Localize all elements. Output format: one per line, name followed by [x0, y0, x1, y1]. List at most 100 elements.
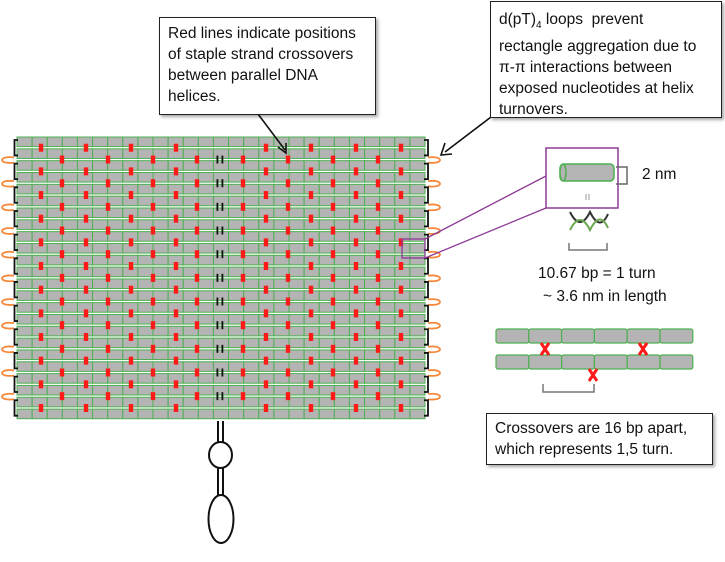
scaffold-tick	[221, 250, 224, 259]
helix-segment	[92, 160, 109, 171]
crossover-mark	[353, 356, 359, 365]
helix-segment	[16, 207, 33, 219]
crossover-mark	[398, 214, 404, 223]
helix-segment	[288, 396, 305, 408]
helix-segment	[61, 160, 78, 171]
helix-segment	[197, 302, 214, 313]
crossover-mark	[83, 380, 89, 389]
scaffold-tick	[216, 344, 219, 353]
helix-segment	[197, 373, 214, 384]
helix-segment	[152, 337, 169, 349]
helix	[16, 266, 426, 278]
helix-segment	[152, 349, 169, 361]
crossover-mark	[105, 368, 111, 377]
helix-segment	[212, 136, 230, 148]
scaffold-tick	[216, 273, 219, 282]
helix-segment	[92, 136, 109, 148]
crossover-mark	[59, 179, 65, 188]
crossover-mark	[194, 273, 200, 282]
helix-segment	[16, 160, 33, 171]
helix-segment	[212, 242, 230, 254]
helix-segment	[379, 219, 396, 230]
poly-t-loop	[427, 156, 441, 164]
scaffold-tick	[216, 368, 219, 377]
crossover-mark	[263, 167, 269, 176]
poly-t-loop	[427, 179, 441, 188]
helix-segment	[197, 290, 214, 301]
helix-segment	[379, 266, 396, 278]
right-bracket	[424, 328, 429, 346]
helix-segment	[197, 242, 214, 254]
crossover-mark	[330, 155, 336, 164]
scaffold-tick	[221, 273, 224, 282]
helix-segment	[137, 325, 154, 337]
right-bracket	[424, 375, 429, 393]
helix-segment	[379, 254, 396, 266]
poly-t-loop	[1, 298, 15, 306]
crossover-mark	[173, 191, 179, 200]
crossover-mark	[59, 202, 65, 211]
crossover-mark	[285, 344, 291, 353]
crossover-mark	[105, 321, 111, 330]
helix-segment	[212, 219, 230, 230]
dna-origami-rectangle	[1, 136, 441, 420]
scaffold-tick	[221, 179, 224, 188]
helix-segment	[152, 313, 169, 325]
crossover-mark	[285, 368, 291, 377]
crossover-mark	[398, 332, 404, 341]
crossover-mark	[83, 403, 89, 412]
helix-segment	[92, 183, 109, 195]
crossover-mark	[240, 297, 246, 306]
helix-segment	[379, 408, 396, 420]
helix-segment	[197, 408, 214, 420]
helix-segment	[288, 171, 305, 183]
crossover-mark	[128, 143, 134, 152]
helix-segment	[243, 148, 260, 159]
helix-segment	[243, 313, 260, 325]
helix-segment	[379, 148, 396, 159]
helix-segment	[92, 231, 109, 242]
crossover-mark	[398, 356, 404, 365]
crossover-mark	[128, 332, 134, 341]
helix-segment	[379, 361, 396, 372]
helix-segment	[379, 325, 396, 337]
poly-t-loop	[1, 321, 15, 330]
crossover-mark	[308, 167, 314, 176]
helix-segment	[92, 302, 109, 313]
helix-segment	[92, 207, 109, 219]
right-bracket	[424, 210, 429, 228]
helix-segment	[212, 183, 230, 195]
helix-segment	[92, 148, 109, 159]
helix-segment	[137, 396, 154, 408]
crossover-mark	[38, 167, 44, 176]
helix-segment	[288, 361, 305, 372]
callout-line: π-π interactions between	[499, 59, 673, 77]
helix-segment	[333, 171, 350, 183]
helix-segment	[333, 384, 350, 396]
helix-segment	[137, 313, 154, 325]
helix-segment	[626, 354, 661, 370]
helix-segment	[16, 313, 33, 325]
helix-segment	[243, 337, 260, 349]
helix-segment	[137, 231, 154, 242]
helix-segment	[409, 242, 426, 254]
helix-segment	[16, 219, 33, 230]
crossover-mark	[285, 226, 291, 235]
helix-segment	[560, 328, 595, 344]
crossover-mark	[375, 273, 381, 282]
helix-segment	[92, 254, 109, 266]
crossover-mark	[375, 392, 381, 401]
crossover-mark	[128, 167, 134, 176]
crossover-mark	[173, 238, 179, 247]
crossover-mark	[285, 155, 291, 164]
helix-segment	[16, 302, 33, 313]
scaffold-tick	[216, 250, 219, 259]
crossover-mark	[194, 297, 200, 306]
helix-segment	[333, 254, 350, 266]
helix-segment	[16, 361, 33, 372]
helix-segment	[626, 328, 661, 344]
crossover-mark	[353, 238, 359, 247]
helix-segment	[379, 313, 396, 325]
helix-segment	[288, 136, 305, 148]
